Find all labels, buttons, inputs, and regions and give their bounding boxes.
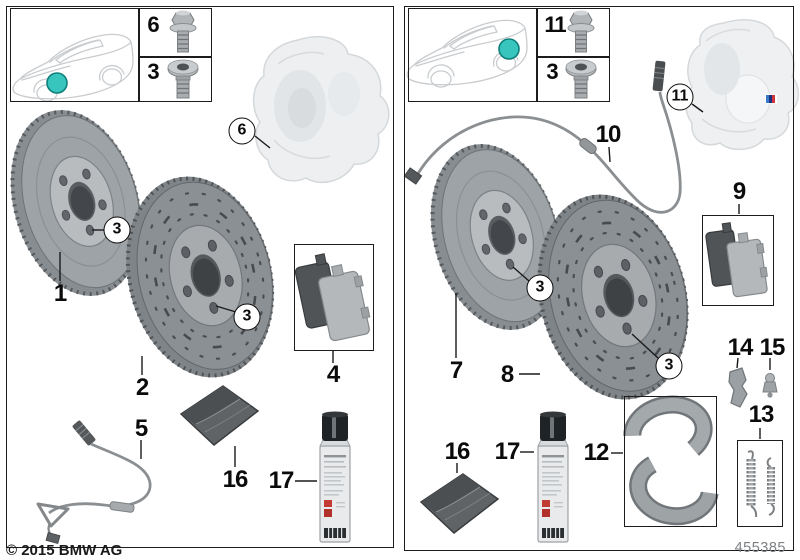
rear-spring-kit-label[interactable]: 13 (748, 401, 775, 428)
front-car-thumbnail (12, 33, 134, 102)
diagram-number: 455385 (734, 540, 786, 556)
rear-bolt-label[interactable]: 11 (544, 12, 566, 37)
rear-disc-sport-hub-callout[interactable]: 3 (655, 352, 683, 380)
rear-shoe-kit-label[interactable]: 12 (583, 439, 610, 466)
rear-adjuster (762, 373, 778, 398)
rear-screw-icon (565, 59, 597, 99)
rear-pads-label[interactable]: 9 (732, 178, 746, 205)
front-leader-lines (59, 135, 334, 482)
front-bolt-icon (169, 9, 197, 53)
rear-bracket (728, 367, 748, 408)
front-disc-standard-label[interactable]: 1 (53, 280, 67, 307)
front-caliper-callout[interactable]: 6 (228, 117, 256, 145)
rear-disc-standard-label[interactable]: 7 (449, 357, 463, 384)
rear-pouch-label[interactable]: 16 (444, 438, 471, 465)
front-repair-pouch (180, 385, 259, 446)
rear-sensor-wire (403, 60, 682, 214)
rear-bracket-label[interactable]: 14 (727, 334, 754, 361)
rear-brake-cleaner-can (537, 410, 569, 543)
front-pouch-label[interactable]: 16 (222, 466, 249, 493)
rear-car-thumbnail (406, 19, 528, 88)
front-wear-sensor (36, 420, 152, 545)
rear-adjuster-label[interactable]: 15 (759, 334, 786, 361)
front-cleaner-label[interactable]: 17 (268, 467, 295, 494)
rear-screw-label[interactable]: 3 (546, 59, 558, 84)
front-disc-sport-label[interactable]: 2 (135, 374, 149, 401)
front-bolt-label[interactable]: 6 (147, 12, 159, 37)
rear-disc-sport-label[interactable]: 8 (500, 361, 514, 388)
front-sensor-label[interactable]: 5 (134, 415, 148, 442)
rear-sensor-wire-label[interactable]: 10 (595, 121, 622, 148)
m-logo (765, 94, 777, 104)
front-screw-icon (167, 59, 199, 99)
front-disc-sport-hub-callout[interactable]: 3 (233, 303, 261, 331)
rear-shoe-kit (623, 395, 719, 526)
front-disc-standard-hub-callout[interactable]: 3 (103, 216, 131, 244)
rear-leader-lines (455, 103, 771, 473)
rear-bolt-icon (567, 9, 595, 53)
rear-caliper (685, 19, 800, 151)
rear-caliper-callout[interactable]: 11 (666, 83, 694, 111)
rear-brake-pads (705, 222, 768, 298)
rear-repair-pouch (420, 473, 499, 534)
rear-cleaner-label[interactable]: 17 (494, 438, 521, 465)
front-wheel-highlight-dot (46, 72, 68, 94)
rear-disc-standard-hub-callout[interactable]: 3 (526, 274, 554, 302)
copyright-notice: © 2015 BMW AG (6, 542, 123, 559)
front-pads-label[interactable]: 4 (326, 361, 340, 388)
front-brake-cleaner-can (319, 410, 351, 543)
rear-spring-kit (746, 450, 775, 518)
front-brake-pads (294, 253, 371, 342)
front-screw-label[interactable]: 3 (147, 59, 159, 84)
front-caliper (252, 36, 390, 184)
rear-wheel-highlight-dot (498, 38, 520, 60)
